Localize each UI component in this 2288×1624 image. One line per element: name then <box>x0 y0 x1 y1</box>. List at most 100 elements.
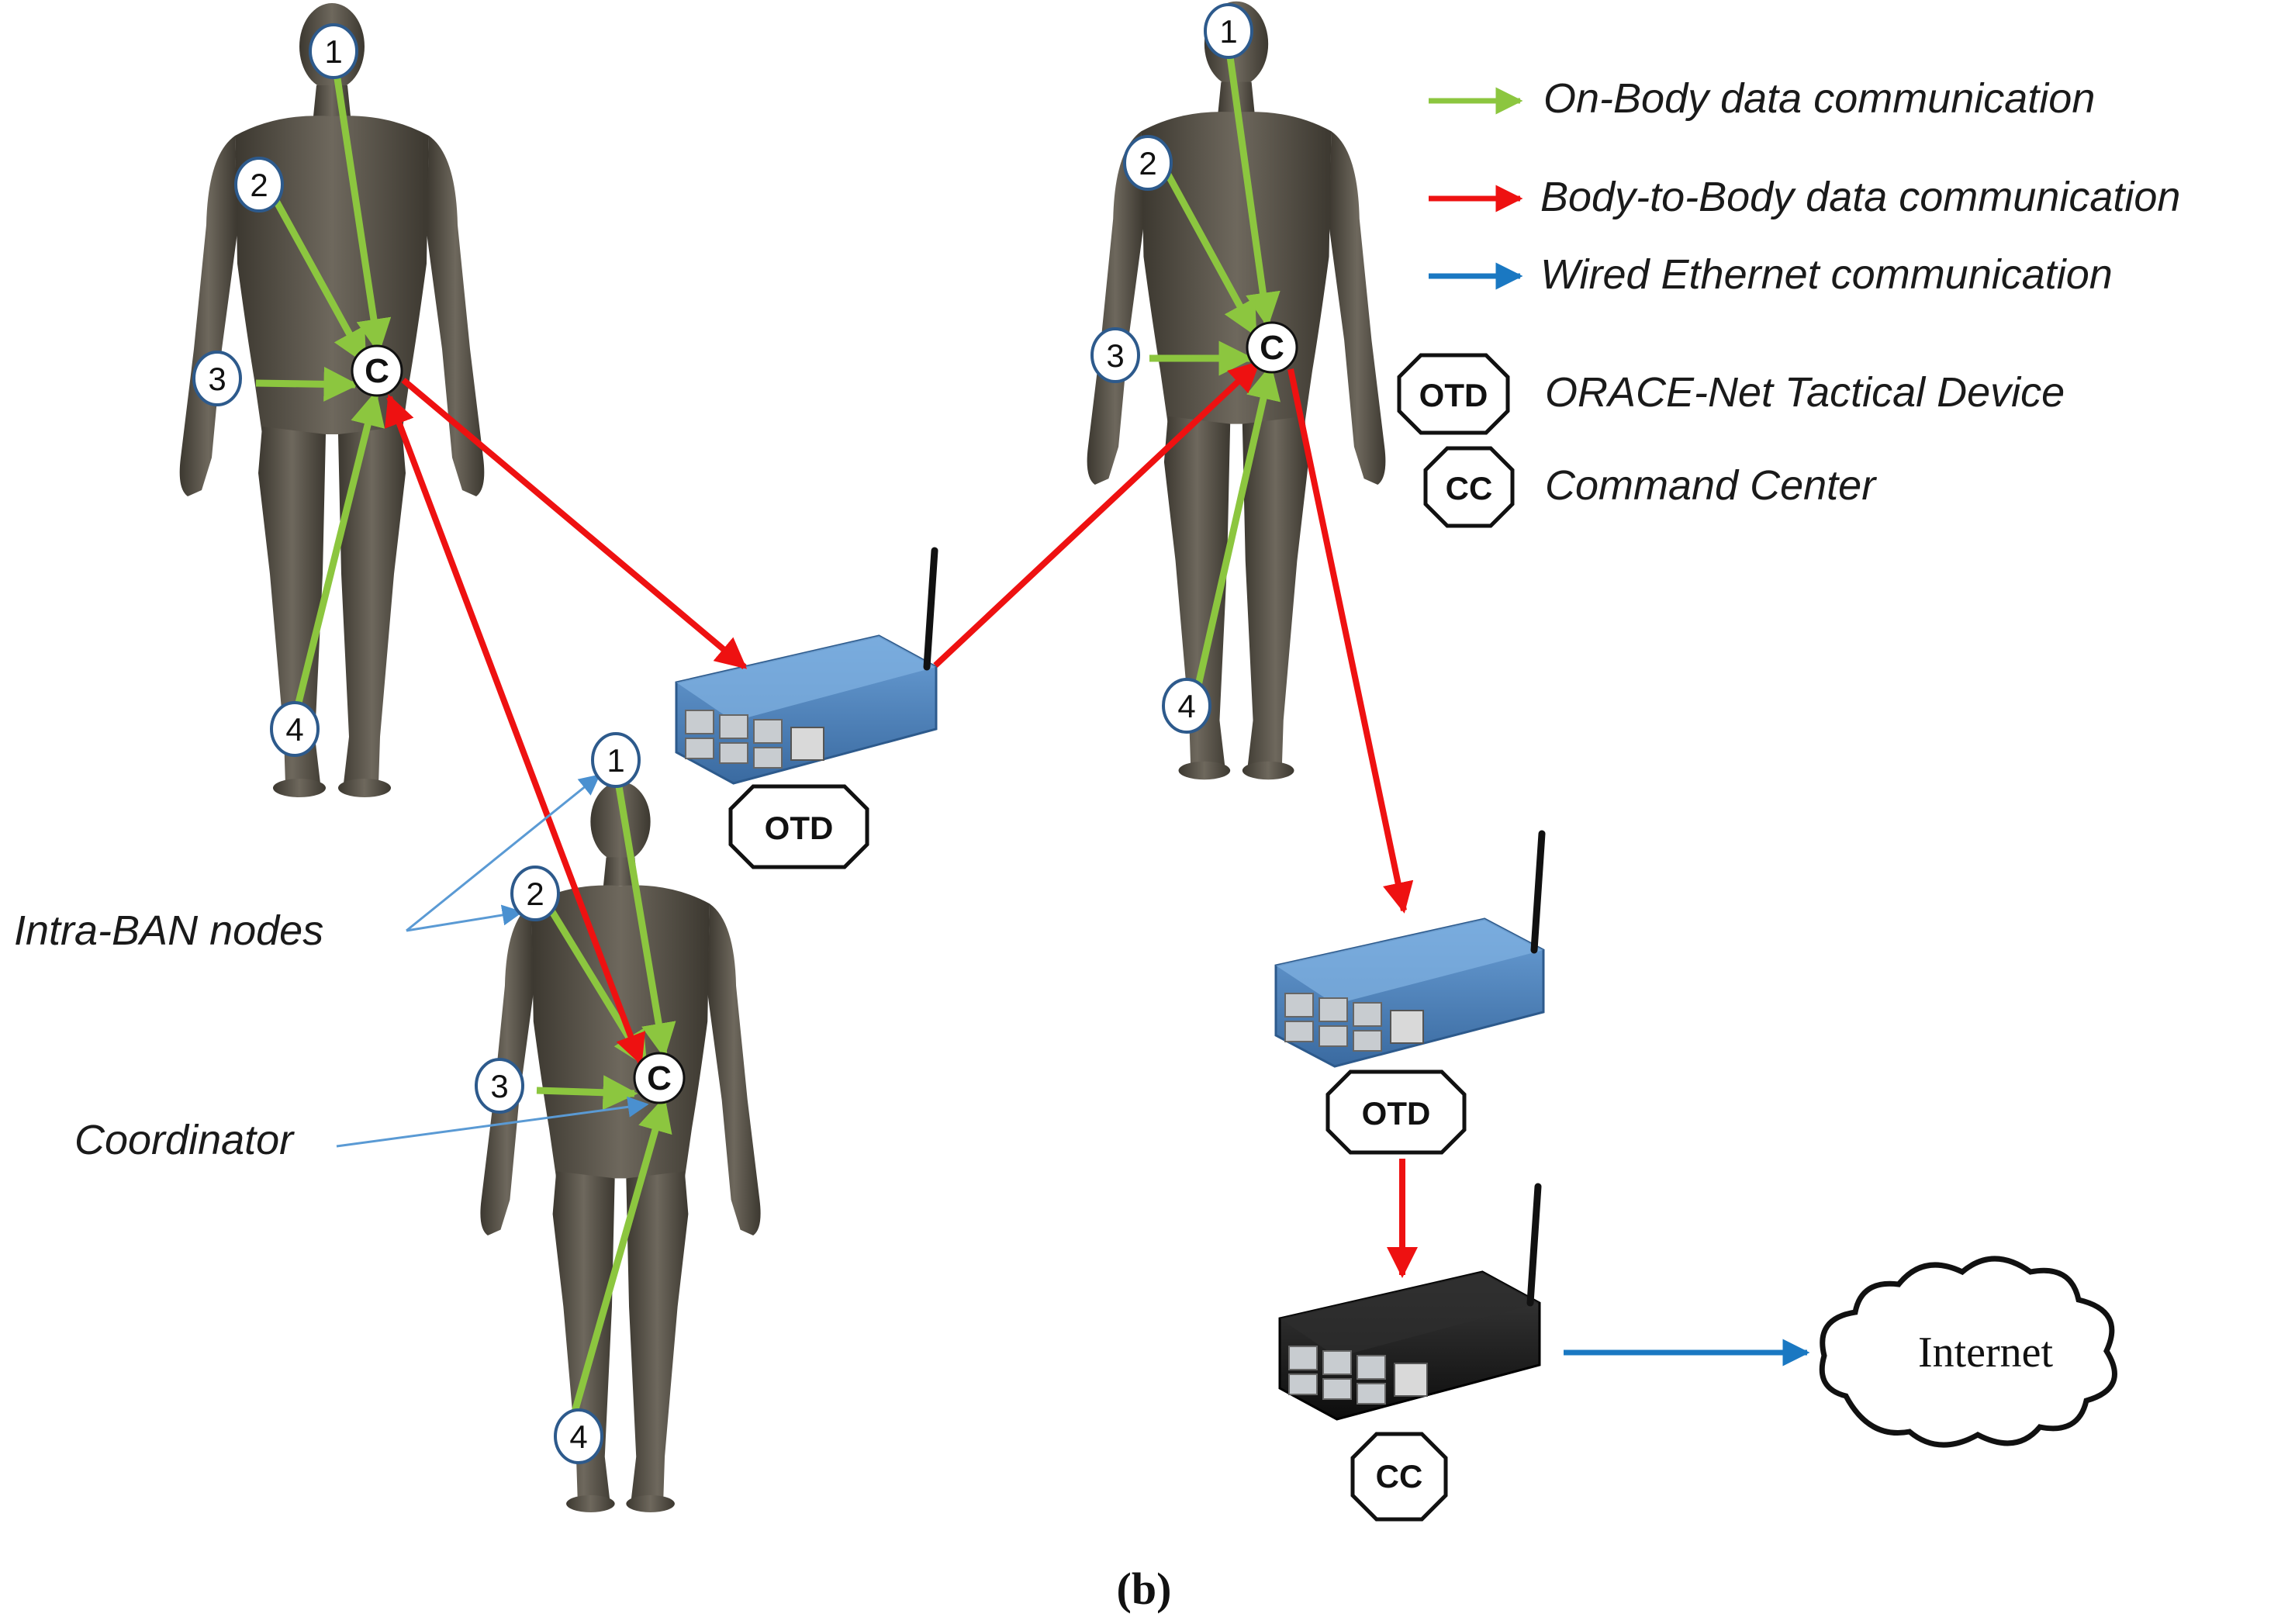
ethernet-port <box>1394 1363 1428 1397</box>
on-body-link-p3-n4 <box>567 1096 672 1427</box>
annotation-pointer-node1 <box>406 774 601 932</box>
node-circle <box>591 732 641 788</box>
coordinator-letter: C <box>365 352 389 390</box>
node-4-person-1: 4 <box>270 701 320 757</box>
otd-1-badge <box>728 784 869 869</box>
node-2-person-3: 2 <box>510 866 560 921</box>
node-circle <box>554 1408 603 1464</box>
usb-port <box>1353 1002 1382 1027</box>
node-circle <box>475 1058 524 1114</box>
legend-otd-badge <box>1397 353 1510 435</box>
usb-port <box>1322 1378 1352 1400</box>
node-number: 2 <box>250 167 268 203</box>
node-number: 3 <box>1106 337 1124 374</box>
node-number: 1 <box>607 742 624 779</box>
coordinator-person-3: C <box>633 1052 686 1104</box>
on-body-link-p3-n3 <box>536 1075 638 1111</box>
node-1-person-2: 1 <box>1204 3 1253 59</box>
node-circle <box>270 701 320 757</box>
coordinator-person-1: C <box>351 344 403 397</box>
usb-port <box>753 719 783 744</box>
cc-badge <box>1350 1432 1448 1522</box>
annotation-pointer-coordinator <box>336 1096 649 1148</box>
ethernet-port <box>790 727 824 761</box>
otd-device-2 <box>1274 830 1546 1068</box>
node-number: 4 <box>285 711 303 748</box>
b2b-link-p1-otd1 <box>401 377 748 670</box>
coordinator-circle <box>633 1052 686 1104</box>
node-circle <box>1123 135 1173 191</box>
usb-port <box>1288 1373 1318 1395</box>
on-body-link-p1-n2 <box>268 190 368 365</box>
on-body-link-p2-n4 <box>1194 364 1281 689</box>
coordinator-circle <box>1246 321 1298 374</box>
on-body-link-p2-n1 <box>1223 33 1281 328</box>
otd-device-1 <box>675 547 938 785</box>
node-circle <box>309 23 358 79</box>
internet-cloud <box>1819 1256 2117 1448</box>
on-body-link-p2-n2 <box>1160 164 1258 337</box>
coordinator-person-2: C <box>1246 321 1298 374</box>
on-body-link-p1-n3 <box>255 366 359 402</box>
ethernet-port <box>1390 1010 1424 1044</box>
otd-2-badge <box>1325 1069 1467 1155</box>
node-number: 3 <box>208 361 226 397</box>
legend-cc-badge <box>1423 446 1515 528</box>
usb-port <box>1284 993 1314 1018</box>
usb-port <box>1353 1030 1382 1052</box>
node-3-person-2: 3 <box>1090 327 1140 383</box>
node-circle <box>192 351 242 406</box>
node-2-person-1: 2 <box>234 157 284 213</box>
device-top <box>1276 919 1543 1004</box>
node-circle <box>1204 3 1253 59</box>
node-number: 4 <box>569 1418 587 1455</box>
coordinator-circle <box>351 344 403 397</box>
cc-device <box>1278 1183 1542 1421</box>
usb-port <box>1288 1346 1318 1370</box>
node-1-person-1: 1 <box>309 23 358 79</box>
b2b-link-p2-otd2 <box>1287 368 1414 914</box>
usb-port <box>1319 1025 1348 1047</box>
device-top <box>1280 1272 1540 1357</box>
coordinator-letter: C <box>647 1059 672 1097</box>
node-circle <box>1162 678 1211 734</box>
links <box>255 33 1810 1427</box>
usb-port <box>1357 1355 1386 1380</box>
node-circle <box>510 866 560 921</box>
usb-port <box>1322 1350 1352 1375</box>
antenna <box>1526 1183 1542 1307</box>
usb-port <box>685 710 714 734</box>
on-body-link-p1-n4 <box>295 390 385 704</box>
node-4-person-3: 4 <box>554 1408 603 1464</box>
node-number: 4 <box>1177 688 1195 724</box>
usb-port <box>1319 997 1348 1022</box>
usb-port <box>753 747 783 769</box>
node-circle <box>234 157 284 213</box>
usb-port <box>1284 1021 1314 1042</box>
node-number: 1 <box>324 33 342 70</box>
antenna <box>923 547 938 671</box>
usb-port <box>719 742 748 764</box>
node-circle <box>1090 327 1140 383</box>
node-2-person-2: 2 <box>1123 135 1173 191</box>
node-1-person-3: 1 <box>591 732 641 788</box>
node-number: 1 <box>1219 13 1237 50</box>
annotation-pointer-node2 <box>406 904 524 932</box>
b2b-link-p3-p1 <box>385 394 645 1066</box>
usb-port <box>719 714 748 739</box>
node-3-person-1: 3 <box>192 351 242 406</box>
device-top <box>676 636 936 721</box>
legend <box>1429 87 1523 290</box>
b2b-link-otd1-p2 <box>933 361 1260 668</box>
usb-port <box>685 738 714 759</box>
node-number: 2 <box>1139 145 1156 181</box>
usb-port <box>1357 1383 1386 1405</box>
node-3-person-3: 3 <box>475 1058 524 1114</box>
on-body-link-p1-n1 <box>330 52 392 354</box>
coordinator-letter: C <box>1260 329 1284 367</box>
node-number: 3 <box>490 1068 508 1104</box>
devices <box>675 547 2117 1448</box>
